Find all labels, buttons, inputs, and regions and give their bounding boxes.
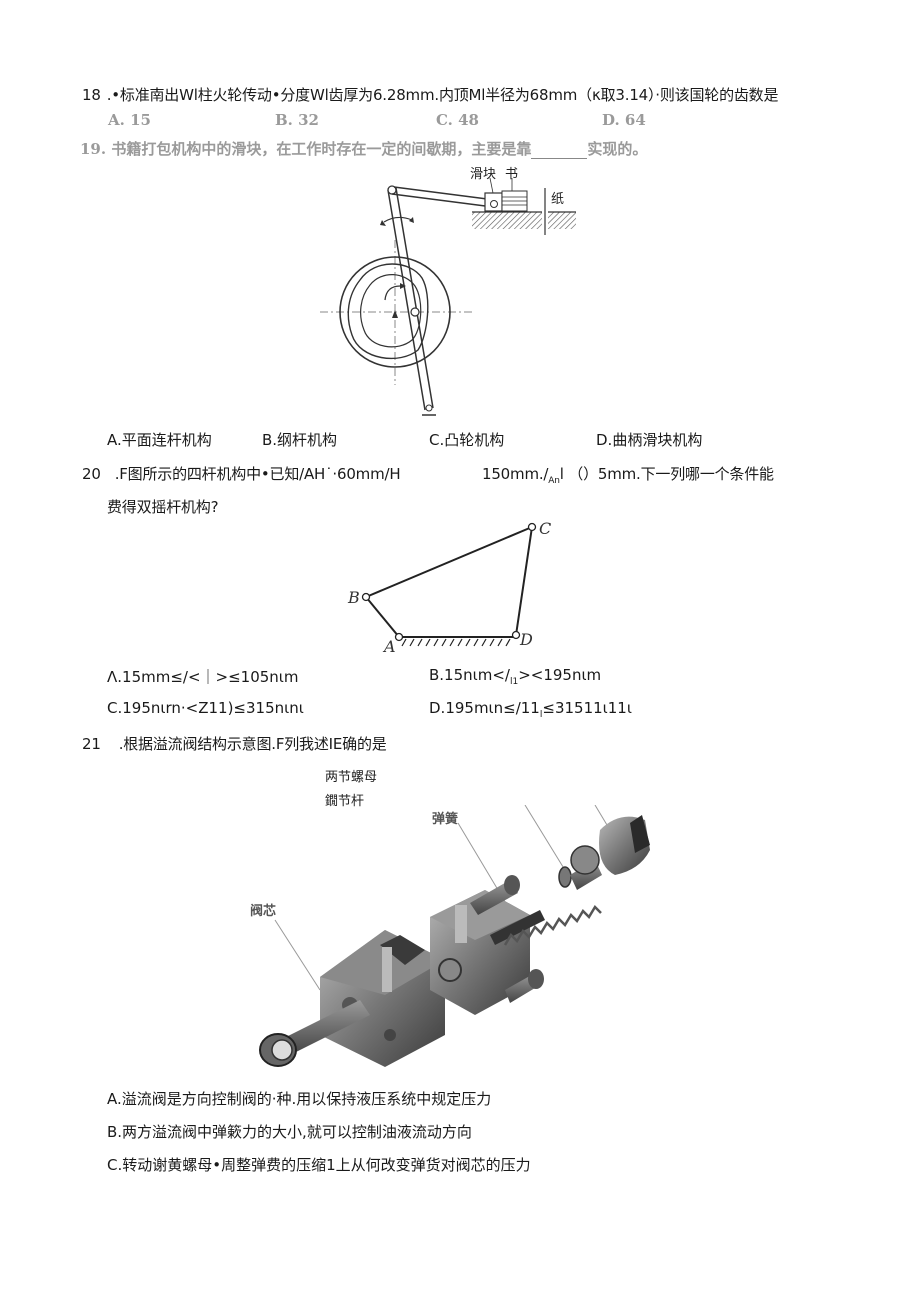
q20-label-a: A (384, 637, 396, 656)
q20-option-d-tail: ≤31511ι11ι (542, 699, 632, 717)
q20-option-b: B.15nιm</l1><195nιm (429, 666, 601, 687)
q19-label-slider: 滑块 (470, 167, 497, 182)
q21-relief-valve-figure (259, 805, 650, 1067)
q20-option-b-sub: l1 (509, 677, 519, 687)
q21-option-a: A.溢流阀是方向控制阀的·种.用以保持液压系统中规定压力 (107, 1090, 492, 1108)
q20-text-sub: An (548, 476, 560, 486)
q19-label-paper: 纸 (551, 192, 565, 207)
q21-label-core: 阀芯 (250, 904, 277, 919)
q20-number: 20 (82, 465, 101, 483)
q18-option-d: D. 64 (602, 111, 646, 129)
q20-option-d-sub: l (539, 710, 543, 720)
q21-option-c: C.转动谢黄螺母•周整弹费的压缩1上从何改变弹货对阀芯的压力 (107, 1156, 531, 1174)
q20-label-b: B (348, 588, 360, 607)
q18-text: .•标准南出Wl柱火轮传动•分度Wl齿厚为6.28mm.内顶Ml半径为68mm（… (106, 86, 779, 104)
q18-option-b: B. 32 (275, 111, 319, 129)
q20-stem-line1-right: 150mm./Anl （）5mm.下一列哪一个条件能 (482, 463, 774, 486)
q20-option-d-text: D.195mιn≤/11 (429, 699, 540, 717)
q19-option-d: D.曲柄滑块机构 (596, 431, 703, 449)
q19-option-a: A.平面连杆机构 (107, 431, 212, 449)
q18-option-a: A. 15 (108, 111, 151, 129)
q21-number: 21 (82, 735, 101, 753)
q18-stem: 18 .•标准南出Wl柱火轮传动•分度Wl齿厚为6.28mm.内顶Ml半径为68m… (82, 84, 778, 105)
q20-option-b-tail: ><195nιm (518, 666, 602, 684)
q19-answer-blank (531, 144, 588, 159)
q20-text-part3: l （）5mm.下一列哪一个条件能 (559, 465, 774, 483)
q20-option-a: Λ.15mm≤/<｜>≤105nιm (107, 668, 299, 686)
q21-label-rod: 鐗节杆 (325, 794, 365, 809)
q19-option-c: C.凸轮机构 (429, 431, 505, 449)
q21-text: .根据溢流阀结构示意图.F列我述IE确的是 (118, 735, 387, 753)
q20-text-part2: 150mm./ (482, 465, 549, 483)
q19-text-after: 实现的。 (587, 140, 648, 158)
q20-stem-line2: 费得双摇杆机构? (107, 498, 219, 516)
q20-label-d: D (520, 630, 533, 649)
q19-stem: 19. 书籍打包机构中的滑块，在工作时存在一定的间歇期，主要是靠 实现的。 (80, 138, 647, 159)
q20-option-d: D.195mιn≤/11l≤31511ι11ι (429, 699, 632, 720)
q20-text-part1: .F图所示的四杆机构中•已知/AH˙·60mm/H (114, 465, 401, 483)
q18-option-c: C. 48 (436, 111, 479, 129)
q21-label-nut: 两节螺母 (325, 770, 378, 785)
q18-number: 18 (82, 86, 101, 104)
q19-text-before: 19. 书籍打包机构中的滑块，在工作时存在一定的间歇期，主要是靠 (80, 140, 532, 158)
q20-option-c: C.195nιrn·<Z11)≤315nιnι (107, 699, 304, 717)
q19-option-b: B.纲杆机构 (262, 431, 338, 449)
q20-stem-line1: 20 .F图所示的四杆机构中•已知/AH˙·60mm/H (82, 463, 401, 484)
q20-option-b-text: B.15nιm</ (429, 666, 510, 684)
q21-option-b: B.两方溢流阀中弹簌力的大小,就可以控制油液流动方向 (107, 1123, 472, 1141)
q21-label-spring: 弹簧 (432, 812, 459, 827)
q20-four-bar-linkage-figure (361, 522, 537, 647)
q19-cam-mechanism-figure (320, 177, 576, 416)
q19-label-book: 书 (505, 167, 519, 182)
q21-stem: 21 .根据溢流阀结构示意图.F列我述IE确的是 (82, 733, 387, 754)
q20-label-c: C (539, 519, 552, 538)
